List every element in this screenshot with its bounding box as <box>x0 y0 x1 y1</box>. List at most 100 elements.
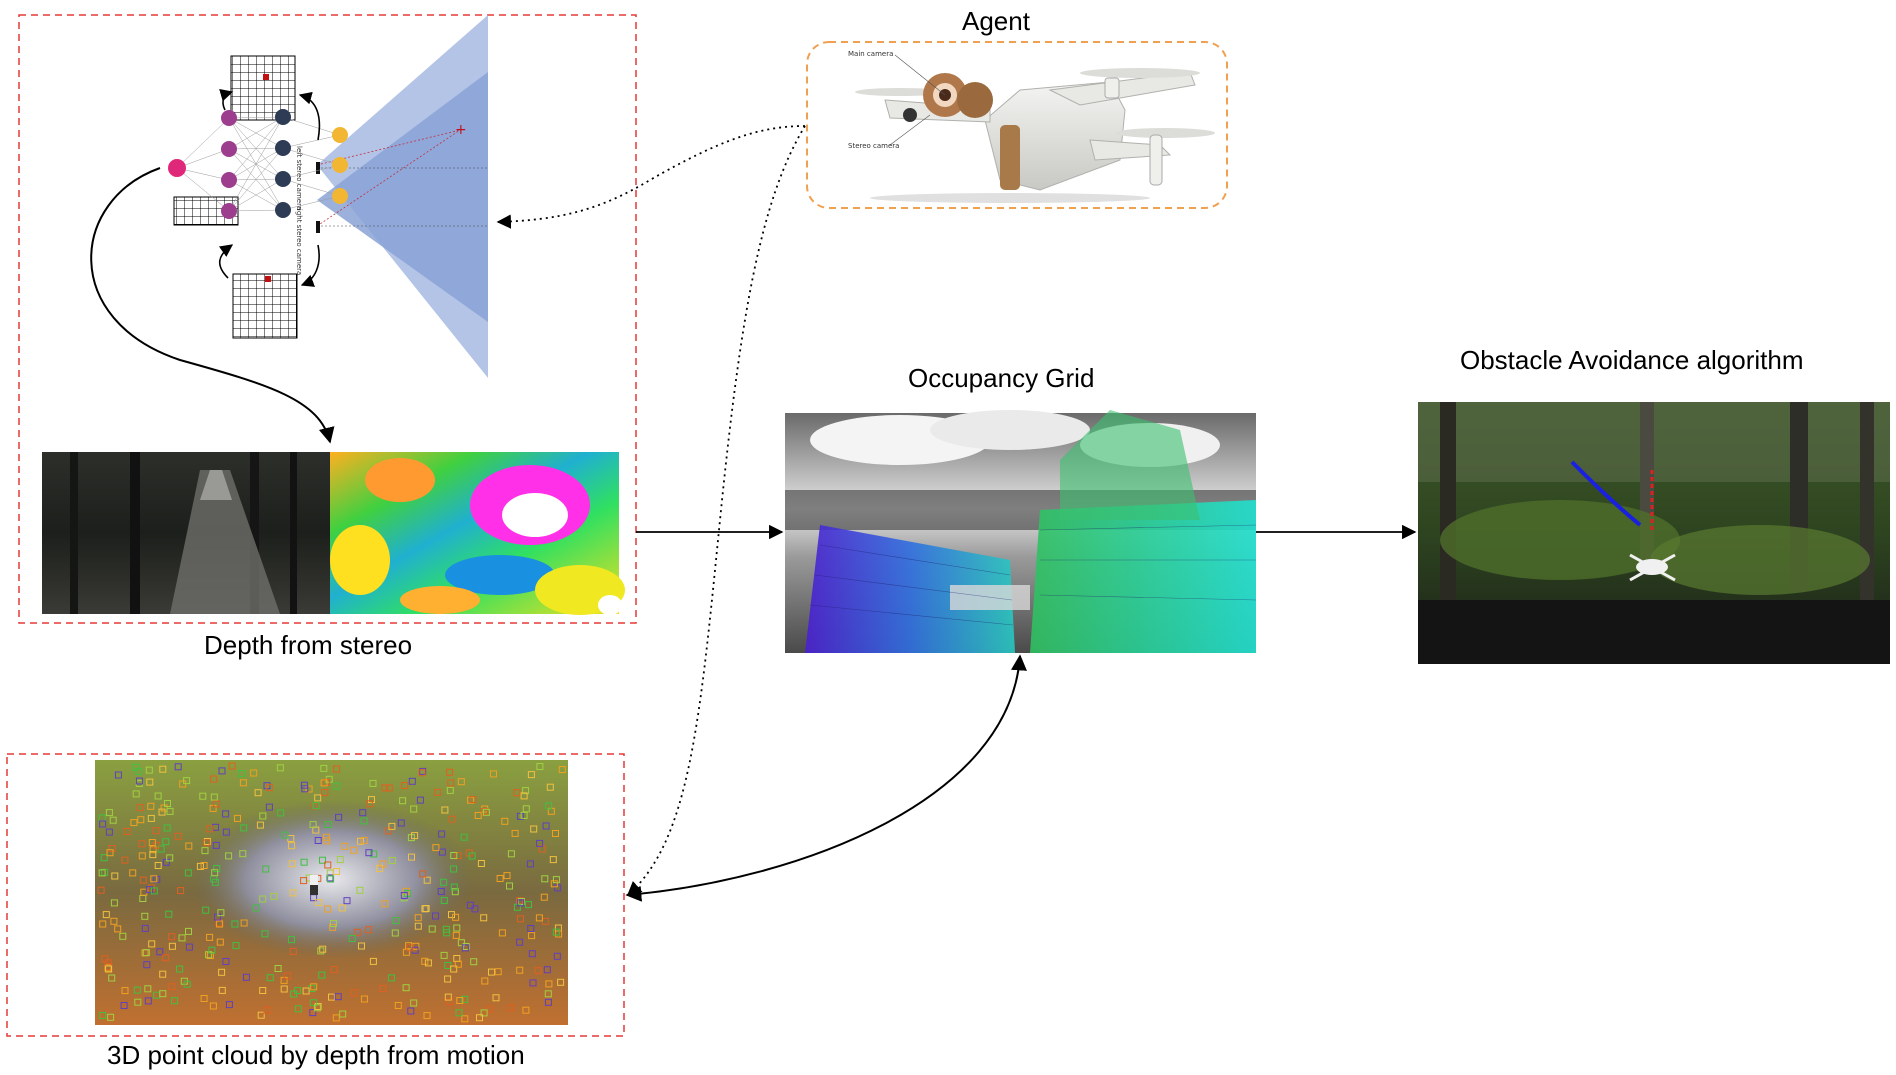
feature-point <box>135 777 143 785</box>
feature-point <box>105 828 113 836</box>
feature-point <box>159 970 167 978</box>
feature-point <box>333 782 341 790</box>
feature-point <box>320 779 328 787</box>
feature-point <box>261 930 269 938</box>
feature-point <box>121 987 129 995</box>
feature-point <box>166 854 174 862</box>
feature-point <box>407 1007 415 1015</box>
feature-point <box>199 792 207 800</box>
feature-point <box>445 998 453 1006</box>
feature-point <box>444 975 452 983</box>
feature-point <box>485 1005 493 1013</box>
feature-point <box>549 856 557 864</box>
feature-point <box>324 905 332 913</box>
feature-point <box>462 943 470 950</box>
feature-point <box>552 830 559 837</box>
feature-point <box>406 944 414 952</box>
feature-point <box>239 850 247 858</box>
feature-point <box>134 998 142 1006</box>
feature-point <box>421 905 429 913</box>
feature-point <box>142 949 150 957</box>
feature-point <box>356 837 364 845</box>
feature-point <box>183 777 191 785</box>
feature-point <box>520 811 528 819</box>
feature-point <box>543 966 551 974</box>
feature-point <box>408 777 416 785</box>
target-marker-icon: + <box>455 122 467 138</box>
feature-point <box>448 815 456 823</box>
obstacle-avoidance-image <box>1418 402 1890 664</box>
feature-point <box>225 1001 233 1009</box>
feature-point <box>388 857 396 864</box>
output-node <box>332 157 348 173</box>
feature-point <box>133 986 141 994</box>
feature-point <box>210 775 218 783</box>
feature-point <box>206 933 214 941</box>
feature-point <box>468 852 476 860</box>
feature-point <box>100 854 108 862</box>
feature-point <box>446 768 454 776</box>
feature-point <box>328 993 335 1001</box>
feature-point <box>522 1006 530 1014</box>
feature-point <box>474 812 482 819</box>
feature-point <box>517 899 525 907</box>
feature-point <box>97 886 105 894</box>
feature-point <box>527 771 535 779</box>
occupancy-grid-title: Occupancy Grid <box>908 363 1095 393</box>
feature-point <box>544 990 552 998</box>
feature-point <box>542 822 550 830</box>
feature-point <box>506 882 513 890</box>
feature-point <box>392 917 400 925</box>
feature-point <box>302 987 310 995</box>
feature-point <box>131 763 139 771</box>
feature-point <box>108 845 116 852</box>
feature-point <box>443 929 451 937</box>
feature-point <box>433 788 441 796</box>
feature-point <box>369 779 377 787</box>
feature-point <box>402 984 410 992</box>
feature-point <box>400 892 408 899</box>
feature-point <box>450 883 458 891</box>
feature-point <box>507 1004 515 1012</box>
feature-point <box>476 1014 483 1022</box>
feature-point <box>212 800 220 808</box>
feature-point <box>136 804 144 812</box>
feature-point <box>110 917 118 925</box>
feature-point <box>388 822 396 830</box>
hidden-node <box>221 203 237 219</box>
feature-point <box>120 1002 128 1009</box>
feature-point <box>174 763 182 771</box>
feature-point <box>545 802 552 810</box>
feature-point <box>370 850 378 858</box>
feature-point <box>319 945 327 953</box>
output-node <box>332 127 348 143</box>
feature-point <box>162 838 170 846</box>
feature-point <box>211 878 219 886</box>
ray-line <box>316 129 461 227</box>
feature-point <box>106 849 114 857</box>
feature-point <box>516 915 524 923</box>
feature-point <box>360 836 368 844</box>
feature-point <box>280 985 288 993</box>
feature-point <box>481 808 489 815</box>
feature-point <box>259 812 267 820</box>
feature-point <box>496 875 504 882</box>
feature-point <box>381 900 389 908</box>
feature-point <box>419 870 427 878</box>
feature-point <box>381 784 389 792</box>
drone-image: Main camera Stereo camera <box>848 50 1215 203</box>
feature-point <box>254 789 262 797</box>
feature-point <box>401 782 409 789</box>
feature-point <box>541 875 549 883</box>
feature-point <box>259 895 267 903</box>
feature-point <box>277 809 285 817</box>
feature-point <box>511 829 519 837</box>
feature-point <box>457 778 465 786</box>
feature-point <box>159 765 167 773</box>
feature-point <box>121 856 129 864</box>
feature-point <box>114 771 122 779</box>
feature-point <box>166 807 174 815</box>
stereo-camera-label: Stereo camera <box>848 142 899 150</box>
grid-highlight-cell <box>265 276 271 282</box>
obstacle-avoidance-title: Obstacle Avoidance algorithm <box>1460 345 1804 375</box>
